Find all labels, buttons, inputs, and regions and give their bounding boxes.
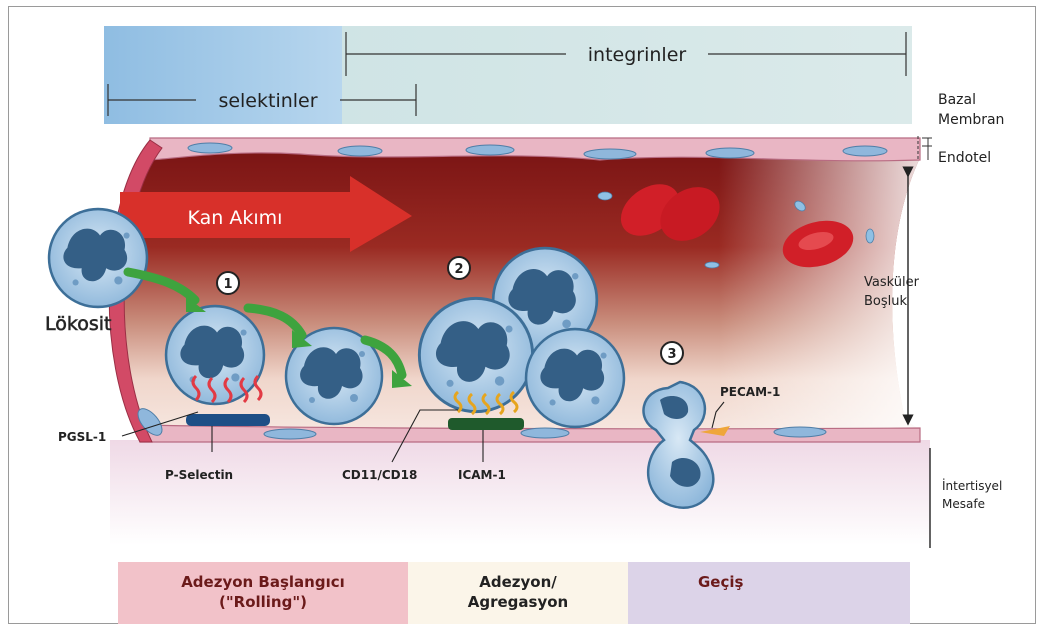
interstitial-label-2: Mesafe bbox=[942, 497, 985, 511]
phase-rolling-line1: Adezyon Başlangıcı bbox=[181, 572, 345, 592]
interstitial-label-1: İntertisyel bbox=[942, 478, 1002, 493]
aggregated-leukocyte-2 bbox=[419, 298, 532, 411]
leukocyte-free bbox=[49, 209, 147, 307]
psgl1-label: PGSL-1 bbox=[58, 430, 106, 444]
phase-rolling: Adezyon Başlangıcı ("Rolling") bbox=[118, 562, 408, 624]
p-selectin-label: P-Selectin bbox=[165, 468, 233, 482]
phase-transmigration-label: Geçiş bbox=[698, 572, 743, 592]
leukocyte-label: Lökosit bbox=[45, 313, 111, 335]
pecam1-label: PECAM-1 bbox=[720, 385, 780, 399]
interstitial-space bbox=[110, 440, 930, 545]
phase-transmigration: Geçiş bbox=[628, 562, 910, 624]
basal-membrane-label-2: Membran bbox=[938, 112, 1004, 128]
blood-flow-label: Kan Akımı bbox=[188, 207, 283, 229]
aggregated-leukocyte-3 bbox=[526, 329, 624, 427]
integrin-band bbox=[340, 26, 912, 124]
basal-membrane-label-1: Bazal bbox=[938, 92, 976, 108]
selectins-label: selektinler bbox=[218, 90, 317, 112]
rolling-leukocyte-1 bbox=[166, 306, 264, 404]
phase-aggregation-line2: Agregasyon bbox=[468, 592, 568, 612]
vascular-space-label-2: Boşluk bbox=[864, 294, 907, 309]
step-2-marker: 2 bbox=[454, 262, 463, 277]
step-3-marker: 3 bbox=[667, 347, 676, 362]
step-1-marker: 1 bbox=[223, 277, 232, 292]
phase-aggregation: Adezyon/ Agregasyon bbox=[408, 562, 628, 624]
phase-rolling-line2: ("Rolling") bbox=[181, 592, 345, 612]
endothelium-label: Endotel bbox=[938, 150, 991, 166]
p-selectin-bar bbox=[186, 414, 270, 426]
vascular-space-label-1: Vasküler bbox=[864, 275, 920, 290]
icam1-label: ICAM-1 bbox=[458, 468, 506, 482]
integrins-label: integrinler bbox=[588, 44, 687, 66]
phase-aggregation-line1: Adezyon/ bbox=[468, 572, 568, 592]
icam1-bar bbox=[448, 418, 524, 430]
cd11-cd18-label: CD11/CD18 bbox=[342, 468, 417, 482]
